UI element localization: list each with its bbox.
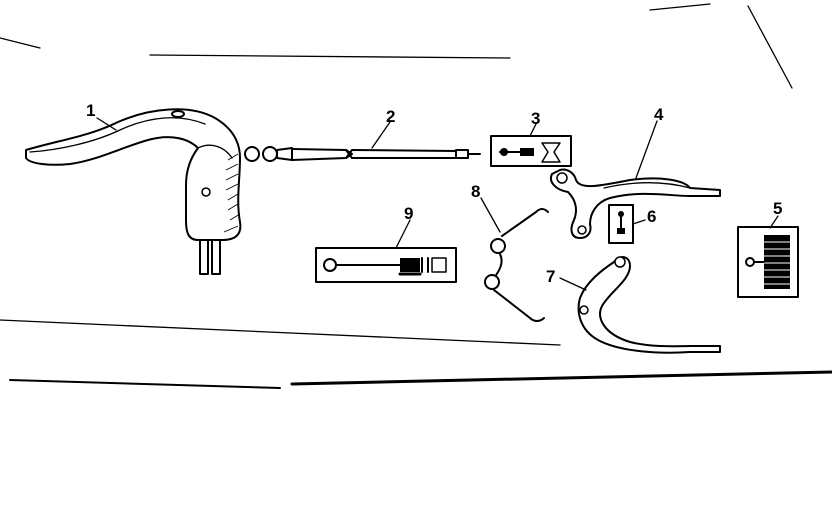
cable-anchor-part: [490, 135, 572, 167]
callout-2: 2: [386, 107, 395, 126]
callout-3: 3: [531, 109, 540, 128]
brake-lever-part: [25, 108, 242, 275]
brake-cable-part: [244, 146, 481, 162]
callout-6: 6: [647, 207, 656, 226]
callout-9: 9: [404, 204, 413, 223]
callout-5: 5: [773, 199, 782, 218]
caliper-arm-upper-part: [550, 168, 721, 239]
leader-lines: [96, 117, 779, 291]
return-spring-part: [484, 208, 549, 322]
callout-4: 4: [654, 105, 664, 124]
brake-shoe-part: [737, 226, 799, 298]
pivot-bolt-part: [608, 204, 634, 244]
caliper-arm-lower-part: [577, 256, 721, 354]
callout-7: 7: [546, 267, 555, 286]
adjuster-bolt-part: [315, 247, 457, 283]
scan-edge-lines: [0, 3, 832, 389]
callout-8: 8: [471, 182, 480, 201]
callout-1: 1: [86, 101, 95, 120]
